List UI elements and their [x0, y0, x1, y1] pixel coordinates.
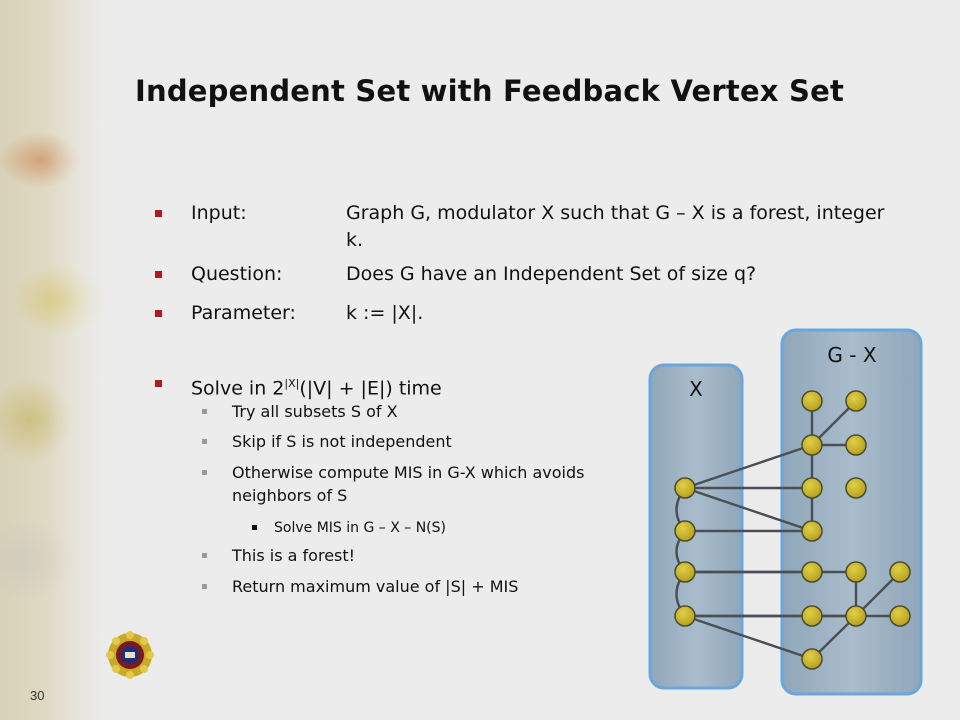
graph-node — [801, 561, 823, 583]
graph-node — [674, 605, 696, 627]
slide-number: 30 — [30, 688, 45, 703]
graph-node — [845, 390, 867, 412]
sub-bullet-icon — [202, 439, 207, 444]
sub-sub-bullet-icon — [252, 525, 257, 530]
graph-node — [801, 605, 823, 627]
bullet-square-icon — [155, 310, 162, 317]
solve-suffix: (|V| + |E|) time — [299, 377, 442, 400]
bullet-question: Question: Does G have an Independent Set… — [155, 261, 895, 288]
graph-node — [845, 561, 867, 583]
graph-node — [845, 605, 867, 627]
sub-item-text: This is a forest! — [232, 546, 356, 565]
gx-label: G - X — [827, 343, 876, 367]
graph-figure: X G - X — [648, 328, 923, 696]
gx-panel — [780, 328, 923, 696]
bullet-text: k := |X|. — [346, 302, 424, 324]
x-label: X — [689, 377, 703, 401]
sub-item-text: Try all subsets S of X — [232, 402, 398, 421]
graph-node — [674, 520, 696, 542]
sub-bullet-icon — [202, 584, 207, 589]
graph-node — [801, 648, 823, 670]
solve-prefix: Solve in 2 — [191, 377, 285, 400]
sub-item-text: Return maximum value of |S| + MIS — [232, 577, 519, 596]
background-decoration — [0, 0, 120, 720]
bullet-square-icon — [155, 271, 162, 278]
graph-node — [801, 477, 823, 499]
bullet-text: Graph G, modulator X such that G – X is … — [346, 202, 885, 251]
solve-exponent: |X| — [284, 377, 300, 390]
graph-node — [845, 434, 867, 456]
bullet-label: Parameter: — [191, 302, 296, 324]
graph-node — [801, 520, 823, 542]
graph-node — [889, 561, 911, 583]
sub-bullet-icon — [202, 553, 207, 558]
sub-item-text: Skip if S is not independent — [232, 432, 452, 451]
bullet-solve: Solve in 2|X|(|V| + |E|) time — [155, 370, 615, 399]
bullet-parameter: Parameter: k := |X|. — [155, 300, 895, 327]
sub-bullet-icon — [202, 470, 207, 475]
bullet-text: Does G have an Independent Set of size q… — [346, 263, 757, 285]
graph-nodes — [674, 390, 911, 670]
bullet-square-icon — [155, 210, 162, 217]
sub-bullet-icon — [202, 409, 207, 414]
graph-node — [801, 434, 823, 456]
university-seal-icon — [106, 631, 154, 679]
graph-node — [674, 477, 696, 499]
graph-node — [889, 605, 911, 627]
sub-item: Otherwise compute MIS in G-X which avoid… — [202, 461, 622, 507]
sub-item-text: Otherwise compute MIS in G-X which avoid… — [232, 463, 585, 505]
bullet-square-icon — [155, 380, 162, 387]
bullet-label: Input: — [191, 202, 247, 224]
slide-title: Independent Set with Feedback Vertex Set — [135, 74, 845, 108]
graph-node — [845, 477, 867, 499]
graph-node — [674, 561, 696, 583]
bullet-label: Question: — [191, 263, 283, 285]
x-panel — [648, 363, 744, 690]
sub-sub-item-text: Solve MIS in G – X – N(S) — [274, 520, 446, 536]
bullet-input: Input: Graph G, modulator X such that G … — [155, 200, 895, 254]
solve-text: Solve in 2|X|(|V| + |E|) time — [191, 370, 442, 402]
graph-node — [801, 390, 823, 412]
